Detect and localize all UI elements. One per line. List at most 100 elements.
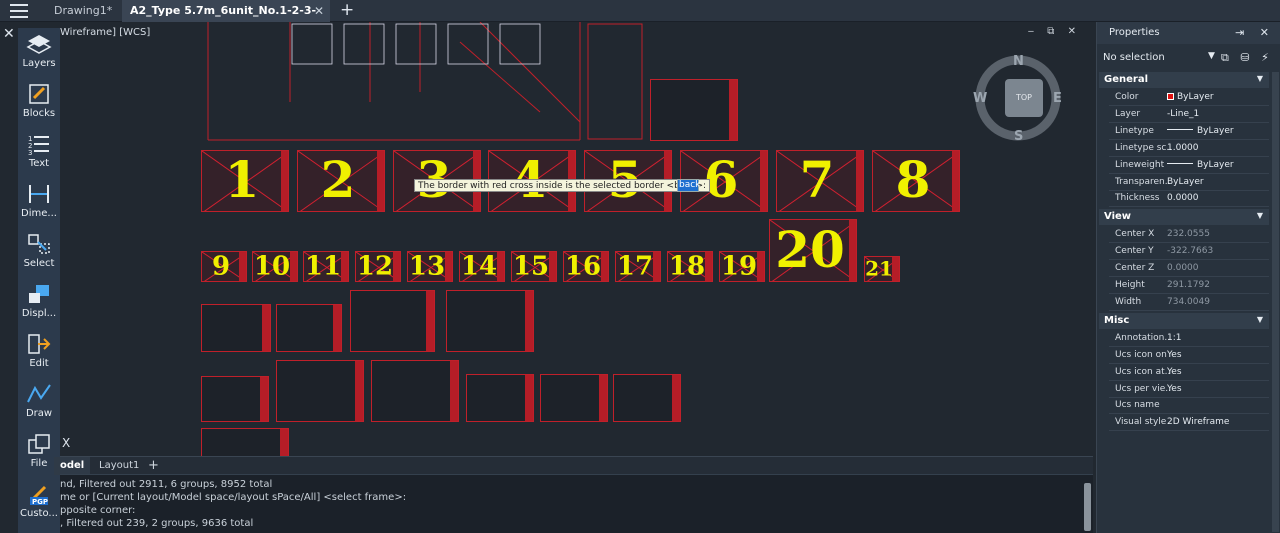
property-row-annotation[interactable]: Annotation...1:1 <box>1109 330 1269 347</box>
drawing-sheet[interactable] <box>276 360 364 422</box>
property-row-ucsiconat[interactable]: Ucs icon at...Yes <box>1109 364 1269 381</box>
customize-icon: PGP <box>18 482 60 506</box>
title-block <box>377 151 384 211</box>
property-row-ucsname[interactable]: Ucs name <box>1109 397 1269 415</box>
ribbon-blocks-button[interactable]: Blocks <box>18 78 60 128</box>
drawing-sheet-frame[interactable]: 16 <box>563 251 609 282</box>
ribbon-dime-button[interactable]: Dime... <box>18 178 60 228</box>
dynamic-input-field[interactable]: back <box>677 179 700 192</box>
drawing-sheet[interactable] <box>650 79 738 141</box>
ribbon-file-button[interactable]: File <box>18 428 60 478</box>
drawing-sheet-frame[interactable]: 18 <box>667 251 713 282</box>
compass-north[interactable]: N <box>1013 54 1024 69</box>
drawing-sheet-frame[interactable]: 15 <box>511 251 557 282</box>
tab-model[interactable]: odel <box>54 457 91 475</box>
tab-a2-type[interactable]: A2_Type 5.7m_6unit_No.1-2-3-4-5-6* ✕ <box>122 0 330 39</box>
compass-east[interactable]: E <box>1053 91 1062 106</box>
tab-drawing1[interactable]: Drawing1* <box>46 0 118 22</box>
compass-west[interactable]: W <box>973 91 988 106</box>
chevron-down-icon[interactable]: ▼ <box>1256 74 1263 83</box>
drawing-sheet-frame[interactable]: 1 <box>201 150 289 212</box>
menu-icon[interactable] <box>10 4 28 18</box>
panel-pin-close-icons[interactable]: ⇥ ✕ <box>1235 26 1275 39</box>
ribbon-draw-button[interactable]: Draw <box>18 378 60 428</box>
ribbon-displ-button[interactable]: Displ... <box>18 278 60 328</box>
drawing-sheet-frame[interactable]: 2 <box>297 150 385 212</box>
title-block <box>239 252 246 281</box>
property-key: Ucs icon at... <box>1115 366 1171 377</box>
drawing-sheet-frame[interactable]: 19 <box>719 251 765 282</box>
chevron-down-icon[interactable]: ▼ <box>1208 51 1215 61</box>
drawing-sheet[interactable] <box>201 376 269 422</box>
drawing-sheet[interactable] <box>371 360 459 422</box>
drawing-sheet-frame[interactable]: 12 <box>355 251 401 282</box>
drawing-viewport[interactable]: 123456789101112131415161718192021 Wirefr… <box>60 22 1093 456</box>
drawing-sheet-frame[interactable]: 7 <box>776 150 864 212</box>
selection-cross-icon <box>873 151 959 211</box>
property-row-transparen[interactable]: Transparen...ByLayer <box>1109 174 1269 191</box>
drawing-sheet-frame[interactable]: 8 <box>872 150 960 212</box>
add-layout-button[interactable]: + <box>148 458 159 473</box>
ribbon-label: Blocks <box>22 108 56 119</box>
ribbon-close-icon[interactable]: ✕ <box>3 26 15 42</box>
property-row-ucspervie[interactable]: Ucs per vie...Yes <box>1109 381 1269 398</box>
viewport-controls[interactable]: ‒ ⧉ ✕ <box>1027 26 1081 37</box>
property-row-layer[interactable]: Layer-Line_1 <box>1109 106 1269 123</box>
drawing-sheet-frame[interactable]: 6 <box>680 150 768 212</box>
title-block <box>426 291 434 351</box>
property-row-linetypesc[interactable]: Linetype sc...1.0000 <box>1109 140 1269 157</box>
chevron-down-icon[interactable]: ▼ <box>1256 211 1263 221</box>
drawing-sheet[interactable] <box>350 290 435 352</box>
drawing-sheet-frame[interactable]: 9 <box>201 251 247 282</box>
drawing-sheet[interactable] <box>276 304 342 352</box>
compass-south[interactable]: S <box>1014 129 1024 144</box>
view-style-label[interactable]: Wireframe] [WCS] <box>60 27 151 38</box>
ribbon-label: Edit <box>29 358 49 369</box>
drawing-sheet[interactable] <box>613 374 681 422</box>
section-general[interactable]: General▼ <box>1099 72 1269 88</box>
selection-tool-icons[interactable]: ⧉ ⛁ ⚡ <box>1221 51 1273 64</box>
drawing-sheet-frame[interactable]: 10 <box>252 251 298 282</box>
drawing-sheet[interactable] <box>540 374 608 422</box>
command-scrollbar[interactable] <box>1084 483 1091 531</box>
chevron-down-icon[interactable]: ▼ <box>1256 314 1263 324</box>
drawing-sheet-frame[interactable]: 11 <box>303 251 349 282</box>
selection-dropdown[interactable]: No selection ▼ ⧉ ⛁ ⚡ <box>1097 48 1280 68</box>
command-line[interactable]: nd, Filtered out 2911, 6 groups, 8952 to… <box>60 474 1093 533</box>
ribbon-edit-button[interactable]: Edit <box>18 328 60 378</box>
drawing-sheet-frame[interactable]: 17 <box>615 251 661 282</box>
drawing-sheet-frame[interactable]: 20 <box>769 219 857 282</box>
drawing-sheet[interactable] <box>466 374 534 422</box>
drawing-sheet-frame[interactable]: 14 <box>459 251 505 282</box>
property-row-centery[interactable]: Center Y-322.7663 <box>1109 243 1269 261</box>
drawing-sheet[interactable] <box>446 290 534 352</box>
close-icon[interactable]: ✕ <box>313 4 324 18</box>
section-misc[interactable]: Misc ▼ <box>1099 312 1269 329</box>
layout-tab-bar: odel Layout1 + <box>54 456 1093 475</box>
drawing-sheet[interactable] <box>201 304 271 352</box>
drawing-sheet-frame[interactable]: 13 <box>407 251 453 282</box>
ribbon-layers-button[interactable]: Layers <box>18 28 60 78</box>
ribbon-select-button[interactable]: Select <box>18 228 60 278</box>
drawing-sheet-frame[interactable]: 21 <box>864 256 900 282</box>
properties-scrollbar[interactable] <box>1272 72 1279 532</box>
view-cube-top[interactable]: TOP <box>1005 79 1043 117</box>
section-view[interactable]: View▼ <box>1099 209 1269 226</box>
new-tab-button[interactable]: + <box>340 0 355 20</box>
drawing-sheet[interactable] <box>201 428 289 456</box>
tab-layout1[interactable]: Layout1 <box>99 457 139 475</box>
view-cube-compass[interactable]: N S E W TOP <box>973 52 1063 144</box>
section-title: Misc <box>1104 314 1130 326</box>
